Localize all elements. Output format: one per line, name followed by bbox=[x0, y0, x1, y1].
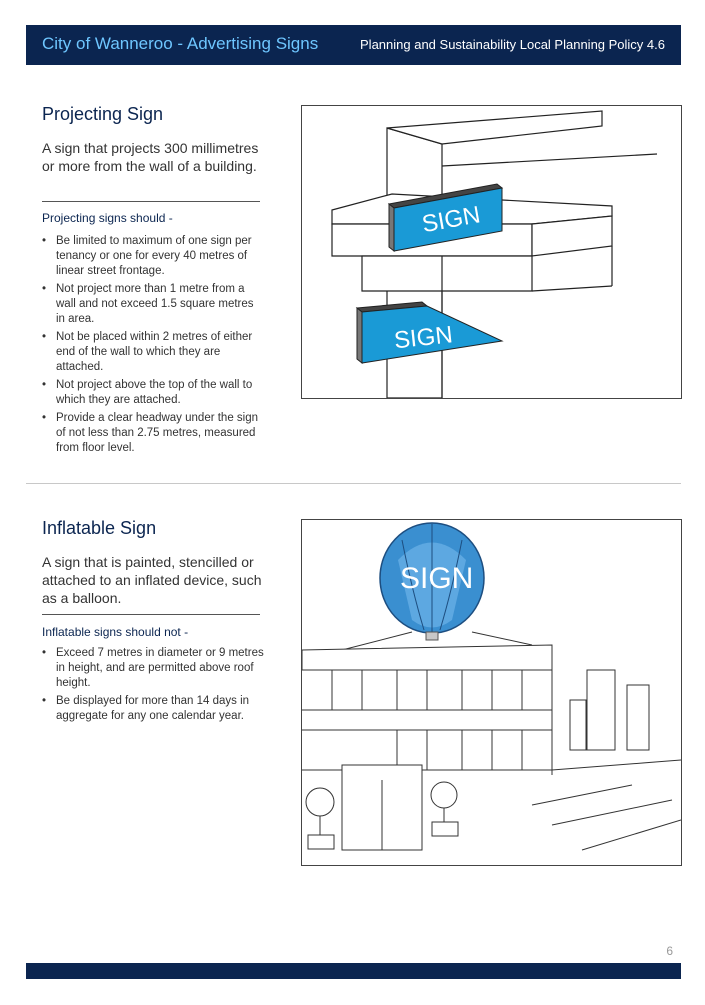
inflatable-sign-lead: A sign that is painted, stencilled or at… bbox=[42, 554, 262, 606]
projecting-sign-illustration: SIGN SIGN bbox=[301, 105, 682, 399]
section-divider bbox=[26, 483, 681, 484]
inflatable-should-label: Inflatable signs should not - bbox=[42, 625, 189, 639]
document-title: City of Wanneroo - Advertising Signs bbox=[42, 34, 319, 53]
projecting-sign-lead: A sign that projects 300 millimetres or … bbox=[42, 140, 259, 174]
page-footer-bar bbox=[26, 963, 681, 979]
list-item: Provide a clear headway under the sign o… bbox=[42, 411, 264, 456]
projecting-bullet-list: Be limited to maximum of one sign per te… bbox=[42, 234, 264, 459]
list-item: Not project more than 1 metre from a wal… bbox=[42, 282, 264, 327]
inflatable-sign-illustration: SIGN bbox=[301, 519, 682, 866]
projecting-sign-drawing: SIGN SIGN bbox=[331, 110, 658, 399]
projecting-rule bbox=[42, 201, 260, 202]
list-item: Exceed 7 metres in diameter or 9 metres … bbox=[42, 646, 264, 691]
projecting-sign-text-2: SIGN bbox=[393, 321, 454, 354]
inflatable-rule bbox=[42, 614, 260, 615]
list-item: Not project above the top of the wall to… bbox=[42, 378, 264, 408]
policy-title: Planning and Sustainability Local Planni… bbox=[360, 37, 665, 52]
list-item: Be limited to maximum of one sign per te… bbox=[42, 234, 264, 279]
page-number: 6 bbox=[666, 944, 673, 958]
projecting-sign-heading: Projecting Sign bbox=[42, 104, 164, 124]
list-item: Not be placed within 2 metres of either … bbox=[42, 330, 264, 375]
inflatable-sign-drawing: SIGN bbox=[301, 522, 682, 851]
page-header: City of Wanneroo - Advertising Signs Pla… bbox=[26, 25, 681, 65]
balloon-sign-text: SIGN bbox=[400, 562, 473, 595]
projecting-should-label: Projecting signs should - bbox=[42, 211, 173, 225]
list-item: Be displayed for more than 14 days in ag… bbox=[42, 694, 264, 724]
inflatable-bullet-list: Exceed 7 metres in diameter or 9 metres … bbox=[42, 646, 264, 727]
inflatable-sign-heading: Inflatable Sign bbox=[42, 518, 157, 538]
